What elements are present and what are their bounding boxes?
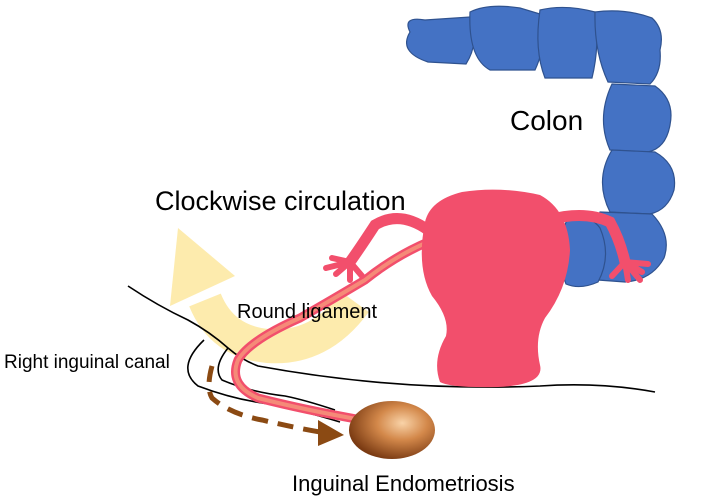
endometriosis-label: Inguinal Endometriosis: [292, 471, 515, 496]
round-ligament-label: Round ligament: [237, 301, 378, 323]
right-fallopian-tube: [542, 209, 631, 268]
colon-segment: [406, 16, 475, 65]
left-fimbria: [323, 255, 365, 283]
right-fimbria: [609, 259, 651, 283]
circulation-label: Clockwise circulation: [155, 186, 406, 216]
colon-label: Colon: [510, 105, 583, 136]
left-fallopian-tube: [344, 213, 434, 268]
colon-segment: [602, 83, 672, 153]
migration-arrow: [206, 365, 344, 446]
inguinal-endometriosis-lesion: [349, 401, 435, 459]
inguinal-canal-label: Right inguinal canal: [4, 352, 170, 373]
peritoneum-line: [127, 285, 656, 393]
circulation-arrow: [170, 228, 369, 364]
colon-segment: [601, 149, 676, 215]
colon-segment: [594, 10, 662, 85]
uterus: [323, 189, 651, 388]
colon-segment: [537, 6, 598, 79]
colon-segment: [469, 5, 544, 71]
uterus-body: [421, 189, 570, 388]
round-ligament: [231, 237, 433, 425]
